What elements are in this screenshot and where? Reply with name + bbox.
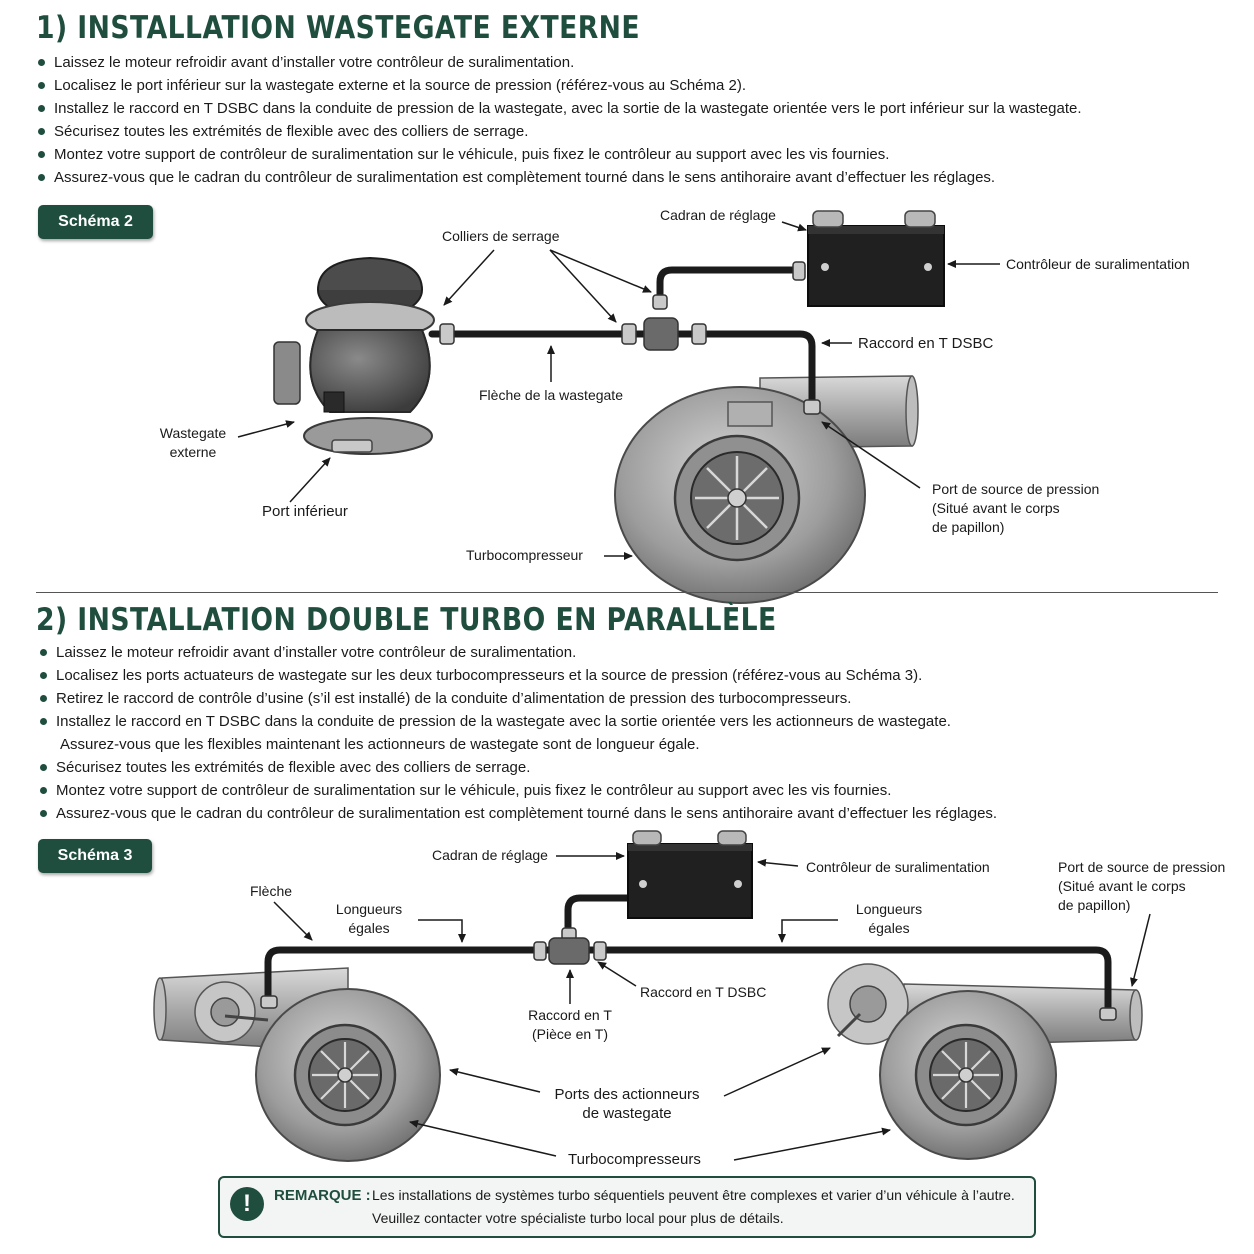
schema-2-label-raccord: Raccord en T DSBC xyxy=(858,335,994,352)
note-line-2: Veuillez contacter votre spécialiste tur… xyxy=(372,1210,784,1226)
note-heading: REMARQUE : xyxy=(274,1187,371,1204)
label-line: (Situé avant le corps xyxy=(1058,878,1186,894)
label-line: de wastegate xyxy=(582,1105,672,1122)
schema-2-turbocharger xyxy=(614,375,919,604)
section-2-title: 2) INSTALLATION DOUBLE TURBO EN PARALLÈL… xyxy=(36,602,777,638)
label-line: Wastegate xyxy=(159,425,227,441)
schema-3-label-cadran: Cadran de réglage xyxy=(432,847,548,863)
section-1-instructions: Laissez le moteur refroidir avant d’inst… xyxy=(38,51,1082,189)
schema-2-label-turbo: Turbocompresseur xyxy=(466,547,583,563)
schema-2-label-controleur: Contrôleur de suralimentation xyxy=(1006,256,1190,272)
exclamation-icon: ! xyxy=(230,1187,264,1221)
section-1-title: 1) INSTALLATION WASTEGATE EXTERNE xyxy=(36,10,641,46)
label-line: Longueurs xyxy=(335,901,403,917)
label-line: Port de source de pression xyxy=(932,481,1100,497)
list-item: Assurez-vous que le cadran du contrôleur… xyxy=(40,802,997,825)
label-line: (Pièce en T) xyxy=(532,1026,608,1042)
schema-2-fittings xyxy=(439,261,821,415)
schema-3-label-raccord-dsbc: Raccord en T DSBC xyxy=(640,984,767,1000)
section-divider xyxy=(36,592,1218,593)
label-line: de papillon) xyxy=(932,519,1005,535)
label-line: Ports des actionneurs xyxy=(554,1086,700,1103)
schema-2-badge: Schéma 2 xyxy=(38,205,153,239)
schema-3-label-fleche: Flèche xyxy=(250,883,293,899)
list-item: Localisez le port inférieur sur la waste… xyxy=(38,74,1082,97)
list-item: Retirez le raccord de contrôle d’usine (… xyxy=(40,687,997,710)
schema-3-label-raccord-t: Raccord en T (Pièce en T) xyxy=(516,1006,624,1044)
schema-3-label-ports: Ports des actionneurs de wastegate xyxy=(546,1085,708,1123)
schema-3-badge: Schéma 3 xyxy=(38,839,152,873)
schema-2-label-colliers: Colliers de serrage xyxy=(442,228,560,244)
schema-2-label-port-inferieur: Port inférieur xyxy=(262,503,348,520)
schema-2-label-fleche: Flèche de la wastegate xyxy=(479,387,623,403)
schema-3-label-port-source: Port de source de pression (Situé avant … xyxy=(1058,858,1225,915)
section-2-instructions: Laissez le moteur refroidir avant d’inst… xyxy=(40,641,997,825)
label-line: Longueurs xyxy=(855,901,923,917)
list-item: Montez votre support de contrôleur de su… xyxy=(40,779,997,802)
label-line: (Situé avant le corps xyxy=(932,500,1060,516)
label-line: égales xyxy=(868,920,910,936)
list-item: Laissez le moteur refroidir avant d’inst… xyxy=(40,641,997,664)
schema-2-label-cadran: Cadran de réglage xyxy=(660,207,776,223)
label-line: de papillon) xyxy=(1058,897,1131,913)
schema-3-label-controleur: Contrôleur de suralimentation xyxy=(806,859,990,875)
schema-3-fittings xyxy=(260,927,1117,1021)
list-item: Sécurisez toutes les extrémités de flexi… xyxy=(38,120,1082,143)
schema-2-hoses xyxy=(428,266,816,408)
schema-2-label-wastegate: Wastegate externe xyxy=(150,424,236,462)
schema-3-turbo-left xyxy=(153,967,441,1162)
list-item: Installez le raccord en T DSBC dans la c… xyxy=(38,97,1082,120)
schema-2-boost-controller xyxy=(807,210,945,307)
schema-3-leaders xyxy=(273,852,1151,1161)
schema-3-boost-controller xyxy=(627,830,753,919)
list-item: Laissez le moteur refroidir avant d’inst… xyxy=(38,51,1082,74)
label-line: Raccord en T xyxy=(528,1007,612,1023)
schema-3-label-turbos: Turbocompresseurs xyxy=(568,1151,701,1168)
list-item: Sécurisez toutes les extrémités de flexi… xyxy=(40,756,997,779)
schema-3-label-longueurs-right: Longueurs égales xyxy=(846,900,932,938)
label-line: Port de source de pression xyxy=(1058,859,1226,875)
schema-2-leaders xyxy=(237,221,1000,560)
schema-2-label-port-source: Port de source de pression (Situé avant … xyxy=(932,480,1099,537)
label-line: externe xyxy=(169,444,217,460)
list-item: Assurez-vous que le cadran du contrôleur… xyxy=(38,166,1082,189)
list-item-continuation: Assurez-vous que les flexibles maintenan… xyxy=(60,736,700,753)
schema-3-label-longueurs-left: Longueurs égales xyxy=(326,900,412,938)
schema-3-turbo-right xyxy=(827,963,1143,1160)
list-item: Montez votre support de contrôleur de su… xyxy=(38,143,1082,166)
note-line-1: Les installations de systèmes turbo séqu… xyxy=(372,1187,1015,1203)
note-box: ! REMARQUE : Les installations de systèm… xyxy=(218,1176,1036,1238)
list-item: Installez le raccord en T DSBC dans la c… xyxy=(40,710,997,733)
schema-2-wastegate xyxy=(273,256,435,455)
label-line: égales xyxy=(348,920,390,936)
list-item: Localisez les ports actuateurs de wasteg… xyxy=(40,664,997,687)
schema-3-hoses xyxy=(264,894,1112,1018)
